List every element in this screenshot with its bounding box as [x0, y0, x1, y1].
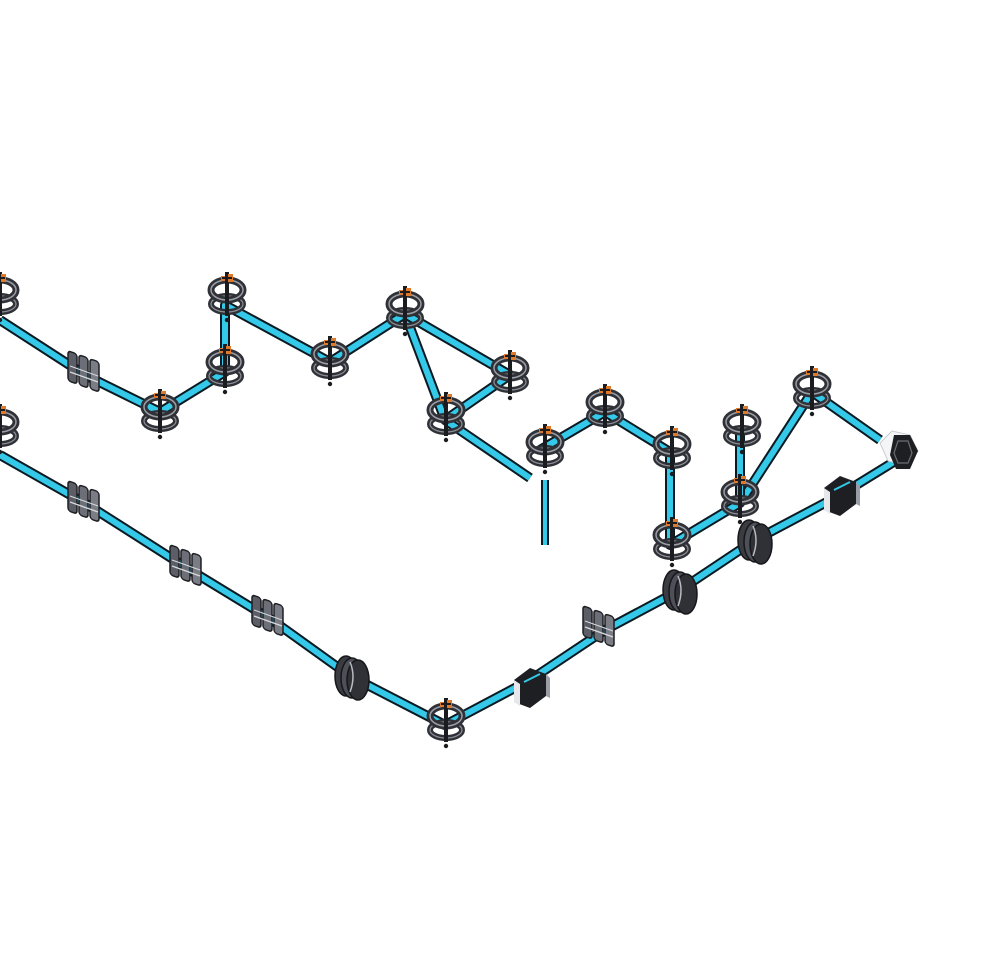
mirror-mount-icon-15 — [656, 517, 688, 567]
mirror-mount-icon-10 — [589, 384, 621, 434]
mirror-mount-icon-5 — [314, 336, 346, 386]
mirror-mount-icon-1 — [0, 272, 16, 322]
cylindrical-lens-icon-1 — [334, 655, 370, 701]
mirror-mount-icon-9 — [529, 424, 561, 474]
mirror-mount-icon-3 — [209, 344, 241, 394]
beam-dump-hexagon-icon — [879, 430, 919, 469]
mirror-mount-icon-12 — [726, 404, 758, 454]
mirror-mount-icon-4 — [144, 389, 176, 439]
prism-icon-2 — [823, 475, 861, 517]
cylindrical-lens-icon-2 — [662, 569, 698, 615]
prism-icon-1 — [513, 667, 551, 709]
lower-beam-edge — [0, 450, 908, 730]
optical-components — [0, 272, 919, 748]
mirror-mount-icon-11 — [656, 426, 688, 476]
mirror-mount-icon-7 — [494, 350, 526, 400]
mirror-mount-icon-14 — [724, 474, 756, 524]
lens-stack-icon-4 — [251, 593, 284, 637]
mirror-mount-icon-17 — [0, 404, 16, 454]
mirror-mount-icon-16 — [430, 698, 462, 748]
lens-stack-icon-1 — [67, 349, 100, 393]
lens-stack-icon-3 — [169, 543, 202, 587]
upper-beam-a-edge — [0, 300, 533, 483]
beam-paths — [0, 300, 908, 730]
cylindrical-lens-icon-3 — [737, 519, 773, 565]
lower-beam — [0, 452, 907, 728]
lens-stack-icon-2 — [67, 479, 100, 523]
mirror-mount-icon-8 — [430, 392, 462, 442]
mirror-mount-icon-6 — [389, 286, 421, 336]
